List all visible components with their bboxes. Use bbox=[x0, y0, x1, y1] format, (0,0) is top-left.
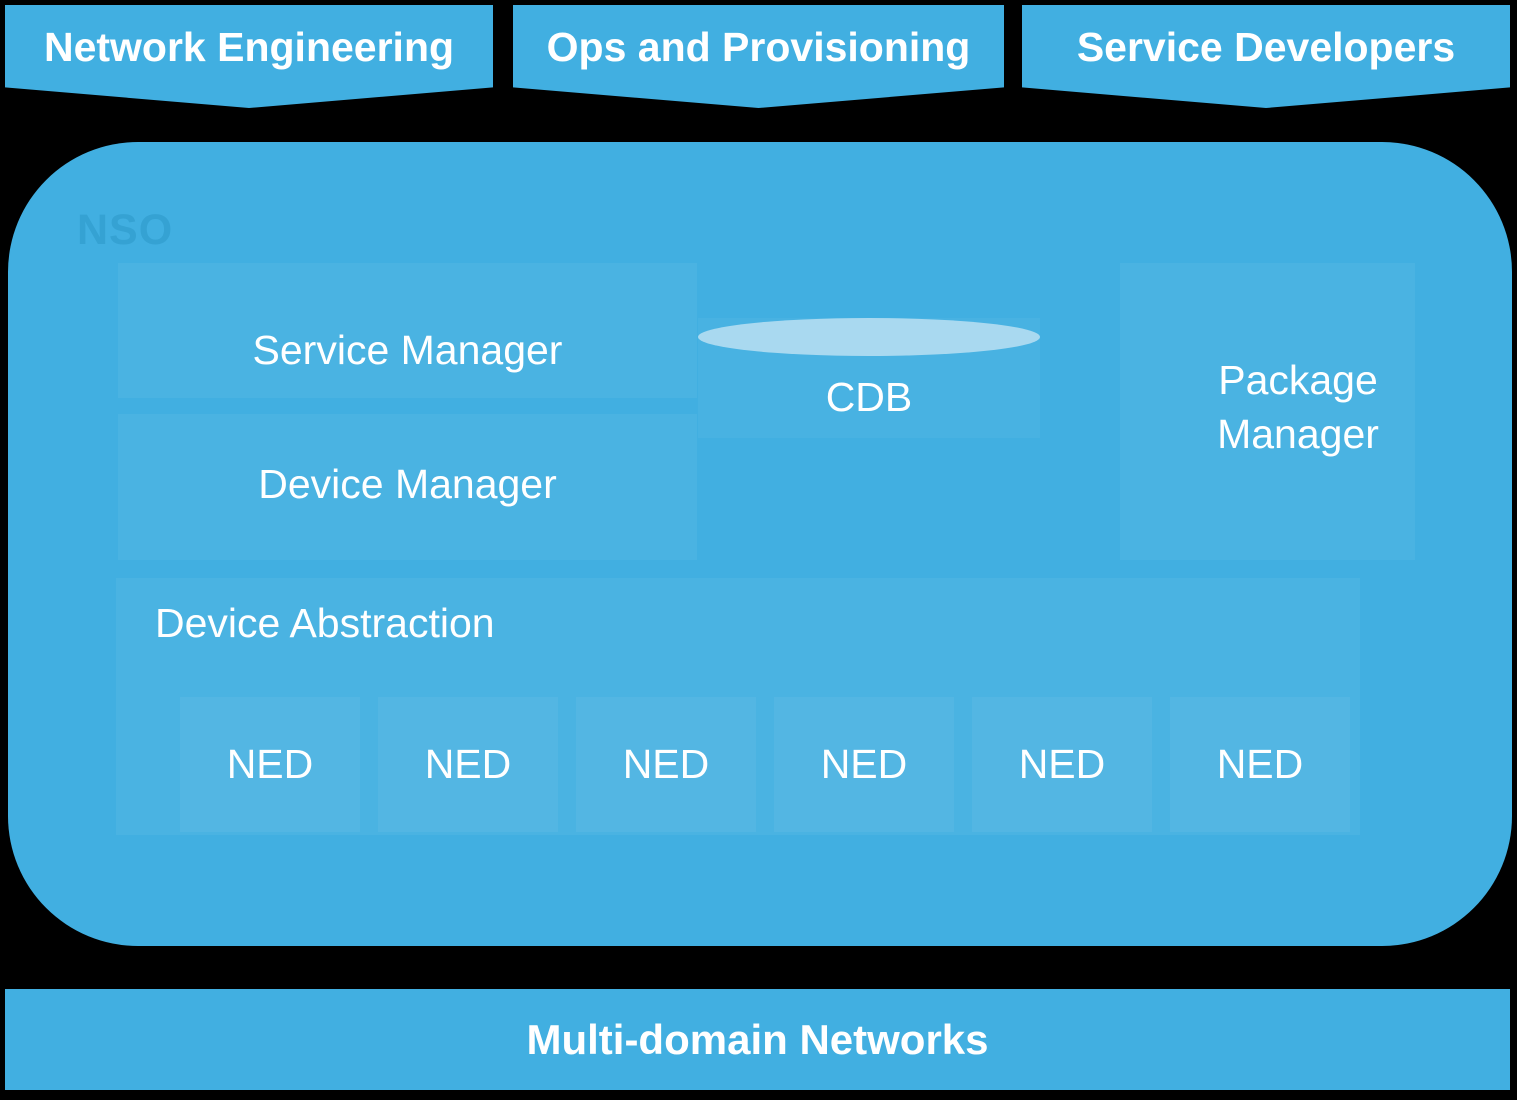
ned-box-2: NED bbox=[378, 697, 558, 832]
ned-box-3: NED bbox=[576, 697, 756, 832]
service-manager-box bbox=[118, 263, 697, 398]
cdb-cylinder-top-ellipse bbox=[698, 318, 1040, 356]
cdb-label: CDB bbox=[825, 374, 913, 420]
service-manager-label: Service Manager bbox=[252, 327, 563, 373]
multi-domain-networks-label: Multi-domain Networks bbox=[526, 1015, 989, 1063]
ned-label-3: NED bbox=[622, 741, 710, 787]
nso-container bbox=[8, 142, 1512, 946]
ned-box-5: NED bbox=[972, 697, 1152, 832]
ned-label-5: NED bbox=[1018, 741, 1106, 787]
banner-ops-and-provisioning: Ops and Provisioning bbox=[513, 5, 1004, 108]
nso-watermark-label: NSO bbox=[77, 206, 174, 254]
banner-service-developers: Service Developers bbox=[1022, 5, 1510, 108]
multi-domain-networks-bar: Multi-domain Networks bbox=[5, 989, 1510, 1090]
ned-label-4: NED bbox=[820, 741, 908, 787]
ned-box-1: NED bbox=[180, 697, 360, 832]
ned-box-4: NED bbox=[774, 697, 954, 832]
ned-box-6: NED bbox=[1170, 697, 1350, 832]
package-manager-label: Package Manager bbox=[1217, 357, 1379, 457]
banner-service-developers-label: Service Developers bbox=[1076, 24, 1456, 70]
device-abstraction-label: Device Abstraction bbox=[155, 600, 495, 646]
banner-network-engineering-label: Network Engineering bbox=[43, 24, 455, 70]
banner-ops-and-provisioning-label: Ops and Provisioning bbox=[546, 24, 971, 70]
ned-label-2: NED bbox=[424, 741, 512, 787]
ned-label-6: NED bbox=[1216, 741, 1304, 787]
device-abstraction-box bbox=[116, 578, 1360, 835]
device-manager-box bbox=[118, 414, 697, 560]
package-manager-box bbox=[1120, 263, 1415, 560]
banner-network-engineering: Network Engineering bbox=[5, 5, 493, 108]
ned-label-1: NED bbox=[226, 741, 314, 787]
device-manager-label: Device Manager bbox=[258, 461, 557, 507]
